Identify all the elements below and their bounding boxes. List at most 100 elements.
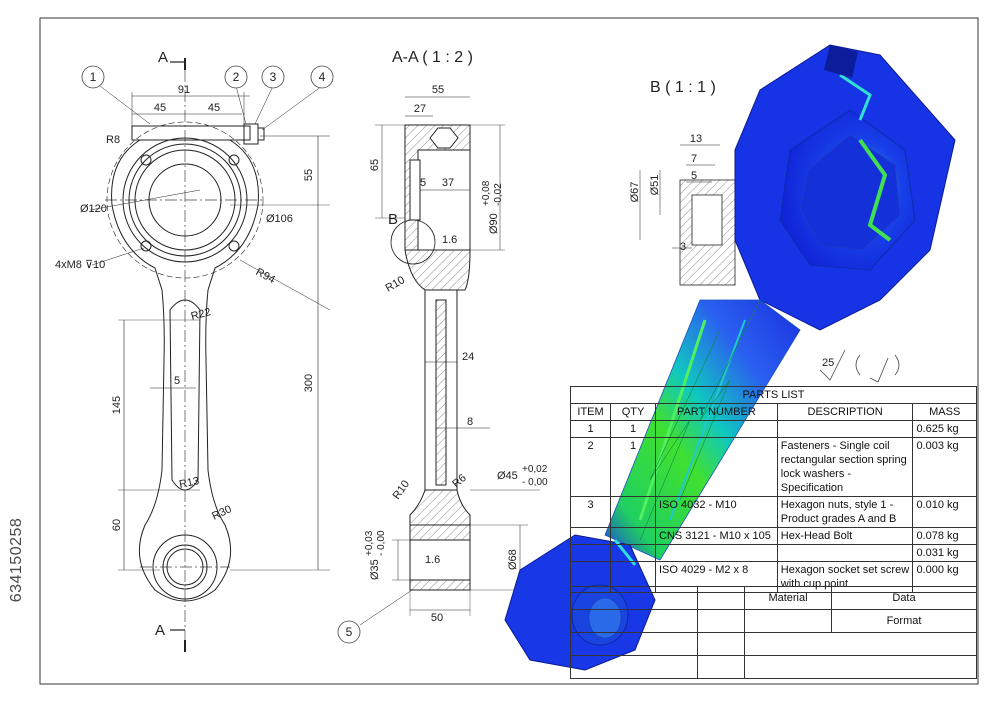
sec-dim-phi45: Ø45 bbox=[497, 470, 518, 482]
cell-part: CNS 3121 - M10 x 105 bbox=[654, 527, 778, 545]
sec-dim-phi68: Ø68 bbox=[507, 549, 519, 570]
sec-dim-phi35: Ø35 bbox=[369, 559, 381, 580]
header-part-number: PART NUMBER bbox=[654, 403, 778, 421]
balloon-5: 5 bbox=[346, 625, 353, 639]
section-aa-title: A-A ( 1 : 2 ) bbox=[392, 49, 473, 66]
cell-mass: 0.010 kg bbox=[912, 496, 977, 528]
dim-300: 300 bbox=[303, 374, 315, 392]
cell-qty: 1 bbox=[610, 420, 656, 438]
cell-mass: 0.003 kg bbox=[912, 437, 977, 497]
balloons-front: 1 2 3 4 5 bbox=[81, 65, 361, 644]
det-dim-3: 3 bbox=[680, 241, 686, 253]
detail-b-title: B ( 1 : 1 ) bbox=[650, 79, 716, 96]
cell-item bbox=[569, 527, 612, 545]
cell-description: Hexagon nuts, style 1 - Product grades A… bbox=[776, 496, 914, 528]
title-block: Material Data Format bbox=[570, 586, 977, 679]
cell-qty bbox=[610, 527, 656, 545]
sec-dim-phi90-tol-upper: +0,08 bbox=[481, 180, 492, 206]
balloon-1: 1 bbox=[90, 70, 97, 84]
det-dim-7: 7 bbox=[691, 153, 697, 165]
table-row: CNS 3121 - M10 x 105 Hex-Head Bolt 0.078… bbox=[569, 527, 977, 545]
title-block-cell bbox=[697, 609, 745, 633]
cell-description bbox=[776, 420, 914, 438]
sec-dim-phi35-tol-lower: - 0,00 bbox=[376, 530, 387, 556]
det-dim-phi51: Ø51 bbox=[649, 175, 661, 196]
title-block-row: Format bbox=[570, 609, 977, 633]
sec-dim-1-6-top: 1.6 bbox=[442, 234, 457, 246]
det-dim-phi67: Ø67 bbox=[629, 182, 641, 203]
title-block-cell bbox=[697, 655, 745, 679]
dim-phi120: Ø120 bbox=[80, 203, 107, 215]
detail-view bbox=[639, 144, 736, 286]
front-view bbox=[89, 58, 331, 652]
sheet-border bbox=[39, 17, 979, 685]
sec-dim-r10-top: R10 bbox=[384, 274, 407, 294]
dim-55: 55 bbox=[303, 169, 315, 181]
sec-dim-phi45-tol-lower: - 0,00 bbox=[522, 477, 548, 488]
det-dim-13: 13 bbox=[690, 133, 702, 145]
balloon-2: 2 bbox=[233, 70, 240, 84]
dim-45-left: 45 bbox=[154, 102, 166, 114]
sec-dim-phi90: Ø90 bbox=[488, 213, 500, 234]
cell-description: Fasteners - Single coil rectangular sect… bbox=[776, 437, 914, 497]
sec-dim-8: 8 bbox=[467, 416, 473, 428]
title-block-row bbox=[570, 655, 977, 679]
detail-view-labels: B ( 1 : 1 ) 13 7 5 Ø51 Ø67 3 bbox=[629, 79, 716, 253]
cell-part: ISO 4032 - M10 bbox=[654, 496, 778, 528]
detail-b-marker: B bbox=[388, 211, 398, 228]
sec-dim-55: 55 bbox=[432, 84, 444, 96]
title-block-cell bbox=[697, 632, 745, 656]
title-block-data: Data bbox=[831, 586, 977, 610]
title-block-cell bbox=[744, 632, 977, 656]
header-mass: MASS bbox=[912, 403, 977, 421]
dim-45-right: 45 bbox=[208, 102, 220, 114]
stock-id: 634150258 bbox=[8, 517, 25, 603]
det-dim-5: 5 bbox=[691, 170, 697, 182]
cell-qty: 1 bbox=[610, 437, 656, 497]
cell-qty bbox=[610, 496, 656, 528]
dim-60: 60 bbox=[111, 519, 123, 531]
section-view bbox=[359, 96, 540, 626]
cell-mass: 0.031 kg bbox=[912, 544, 977, 562]
dim-phi106: Ø106 bbox=[266, 213, 293, 225]
dim-r22: R22 bbox=[190, 306, 213, 323]
parts-list-table: PARTS LIST ITEM QTY PART NUMBER DESCRIPT… bbox=[569, 386, 977, 593]
sec-dim-27: 27 bbox=[414, 103, 426, 115]
parts-list-header-row: ITEM QTY PART NUMBER DESCRIPTION MASS bbox=[569, 403, 977, 421]
cell-mass: 0.078 kg bbox=[912, 527, 977, 545]
section-view-labels: A-A ( 1 : 2 ) B 55 27 65 5 37 Ø90 +0,08 … bbox=[364, 49, 548, 624]
title-block-cell bbox=[744, 609, 832, 633]
table-row: 3 ISO 4032 - M10 Hexagon nuts, style 1 -… bbox=[569, 496, 977, 528]
header-item: ITEM bbox=[569, 403, 612, 421]
cell-part bbox=[654, 437, 778, 497]
section-label-a-top: A bbox=[158, 49, 168, 66]
dim-91: 91 bbox=[178, 84, 190, 96]
stock-sidebar: 634150258 bbox=[0, 0, 34, 702]
sec-dim-50: 50 bbox=[431, 612, 443, 624]
cell-mass: 0.625 kg bbox=[912, 420, 977, 438]
sec-dim-37: 37 bbox=[442, 177, 454, 189]
dim-r8: R8 bbox=[106, 134, 120, 146]
title-block-cell bbox=[570, 632, 698, 656]
dim-holes: 4xM8 ⊽10 bbox=[55, 259, 105, 271]
dim-145: 145 bbox=[111, 396, 123, 414]
sec-dim-65: 65 bbox=[369, 159, 381, 171]
sec-dim-r10-bottom: R10 bbox=[391, 478, 412, 501]
cell-item: 3 bbox=[569, 496, 612, 528]
title-block-cell bbox=[570, 655, 698, 679]
cell-qty bbox=[610, 544, 656, 562]
dim-r13: R13 bbox=[178, 475, 200, 491]
sec-dim-1-6-bottom: 1.6 bbox=[425, 554, 440, 566]
cell-item: 1 bbox=[569, 420, 612, 438]
cell-description bbox=[776, 544, 914, 562]
header-qty: QTY bbox=[610, 403, 656, 421]
surface-finish-symbol bbox=[819, 349, 900, 383]
sec-dim-5: 5 bbox=[420, 177, 426, 189]
sec-dim-phi35-tol-upper: +0,03 bbox=[364, 530, 375, 556]
cell-item: 2 bbox=[569, 437, 612, 497]
title-block-material: Material bbox=[744, 586, 832, 610]
parts-list-title-row: PARTS LIST bbox=[570, 386, 977, 404]
sec-dim-phi45-tol-upper: +0,02 bbox=[522, 464, 548, 475]
title-block-cell bbox=[744, 655, 977, 679]
cell-item bbox=[569, 544, 612, 562]
